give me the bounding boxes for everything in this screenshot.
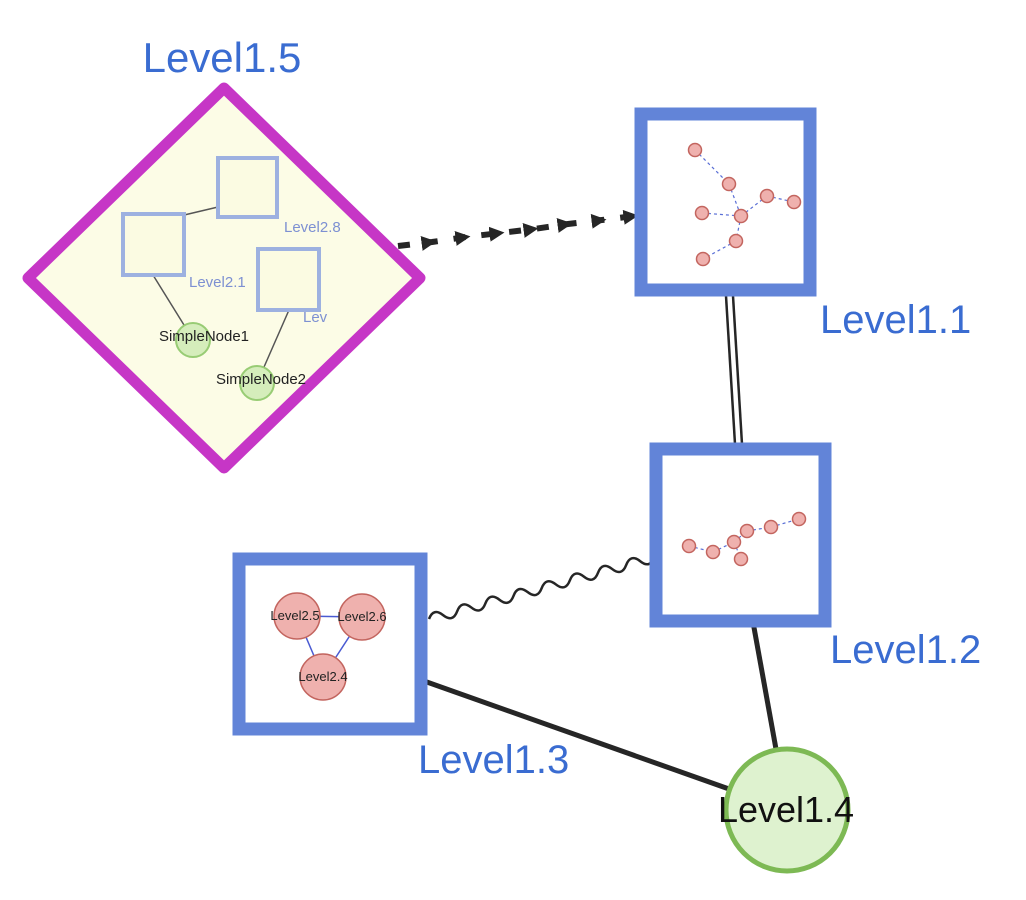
level15-label: Level1.5 [143,34,302,81]
node-level11[interactable] [634,107,817,297]
edge-level21-simplenode1[interactable] [152,274,185,326]
node-lev[interactable] [256,247,321,312]
node-simplenode2[interactable] [239,365,275,401]
main-edges [397,209,779,792]
node-level14[interactable] [723,746,851,874]
simplenode1-label: SimpleNode1 [159,328,249,345]
node-level12-group: Level1.2 [649,442,981,672]
level11-inner-node[interactable] [695,251,711,267]
level11-label: Level1.1 [820,298,971,342]
level12-inner-node[interactable] [791,511,807,527]
node-level21[interactable] [121,212,186,277]
edge-level13-to-level12[interactable] [427,553,656,624]
level12-label: Level1.2 [830,628,981,672]
node-level28[interactable] [216,156,279,219]
level13-inner-graph: Level2.5 Level2.6 Level2.4 [270,592,387,701]
level25-label: Level2.5 [270,608,319,623]
level28-label: Level2.8 [284,219,341,236]
node-level13[interactable] [232,552,428,736]
node-level14-group: Level1.4 [718,746,854,874]
level11-inner-edge[interactable] [694,149,730,185]
level11-inner-graph [687,142,802,267]
level12-inner-node[interactable] [681,538,697,554]
level11-inner-node[interactable] [733,208,749,224]
node-level15-group: Level1.5 Level2.8 Level2.1 Lev SimpleNod… [22,34,426,474]
level14-label: Level1.4 [718,789,854,830]
level11-inner-edge[interactable] [766,195,795,203]
node-level12[interactable] [649,442,832,628]
node-level25[interactable] [273,592,321,640]
edge-level11-to-level12[interactable] [724,295,744,445]
edge-level15-to-level11[interactable] [397,209,639,251]
level12-inner-node[interactable] [726,534,742,550]
level12-inner-graph [681,511,807,567]
edge-level12-to-level14[interactable] [750,621,779,750]
simplenode2-label: SimpleNode2 [216,371,306,388]
level13-label: Level1.3 [418,738,569,782]
edge-level13-to-level14[interactable] [423,678,730,792]
node-level11-group: Level1.1 [634,107,971,342]
node-simplenode1[interactable] [175,322,211,358]
edge-lev-simplenode2[interactable] [263,309,290,368]
level11-inner-node[interactable] [786,194,802,210]
level11-inner-node[interactable] [728,233,744,249]
lev-label: Lev [303,309,328,326]
level24-label: Level2.4 [298,669,347,684]
edge-level28-level21[interactable] [179,206,219,217]
level15-diamond[interactable] [22,82,426,474]
level12-inner-node[interactable] [733,551,749,567]
level12-inner-node[interactable] [705,544,721,560]
level21-label: Level2.1 [189,274,246,291]
level11-inner-node[interactable] [721,176,737,192]
level12-inner-node[interactable] [763,519,779,535]
node-level13-group: Level2.5 Level2.6 Level2.4 Level1.3 [232,552,569,782]
level11-inner-edge[interactable] [735,215,742,242]
node-level26[interactable] [338,593,386,641]
level12-inner-node[interactable] [739,523,755,539]
node-level24[interactable] [299,653,347,701]
level11-inner-node[interactable] [694,205,710,221]
level26-label: Level2.6 [337,609,386,624]
level11-inner-node[interactable] [687,142,703,158]
level11-inner-node[interactable] [759,188,775,204]
